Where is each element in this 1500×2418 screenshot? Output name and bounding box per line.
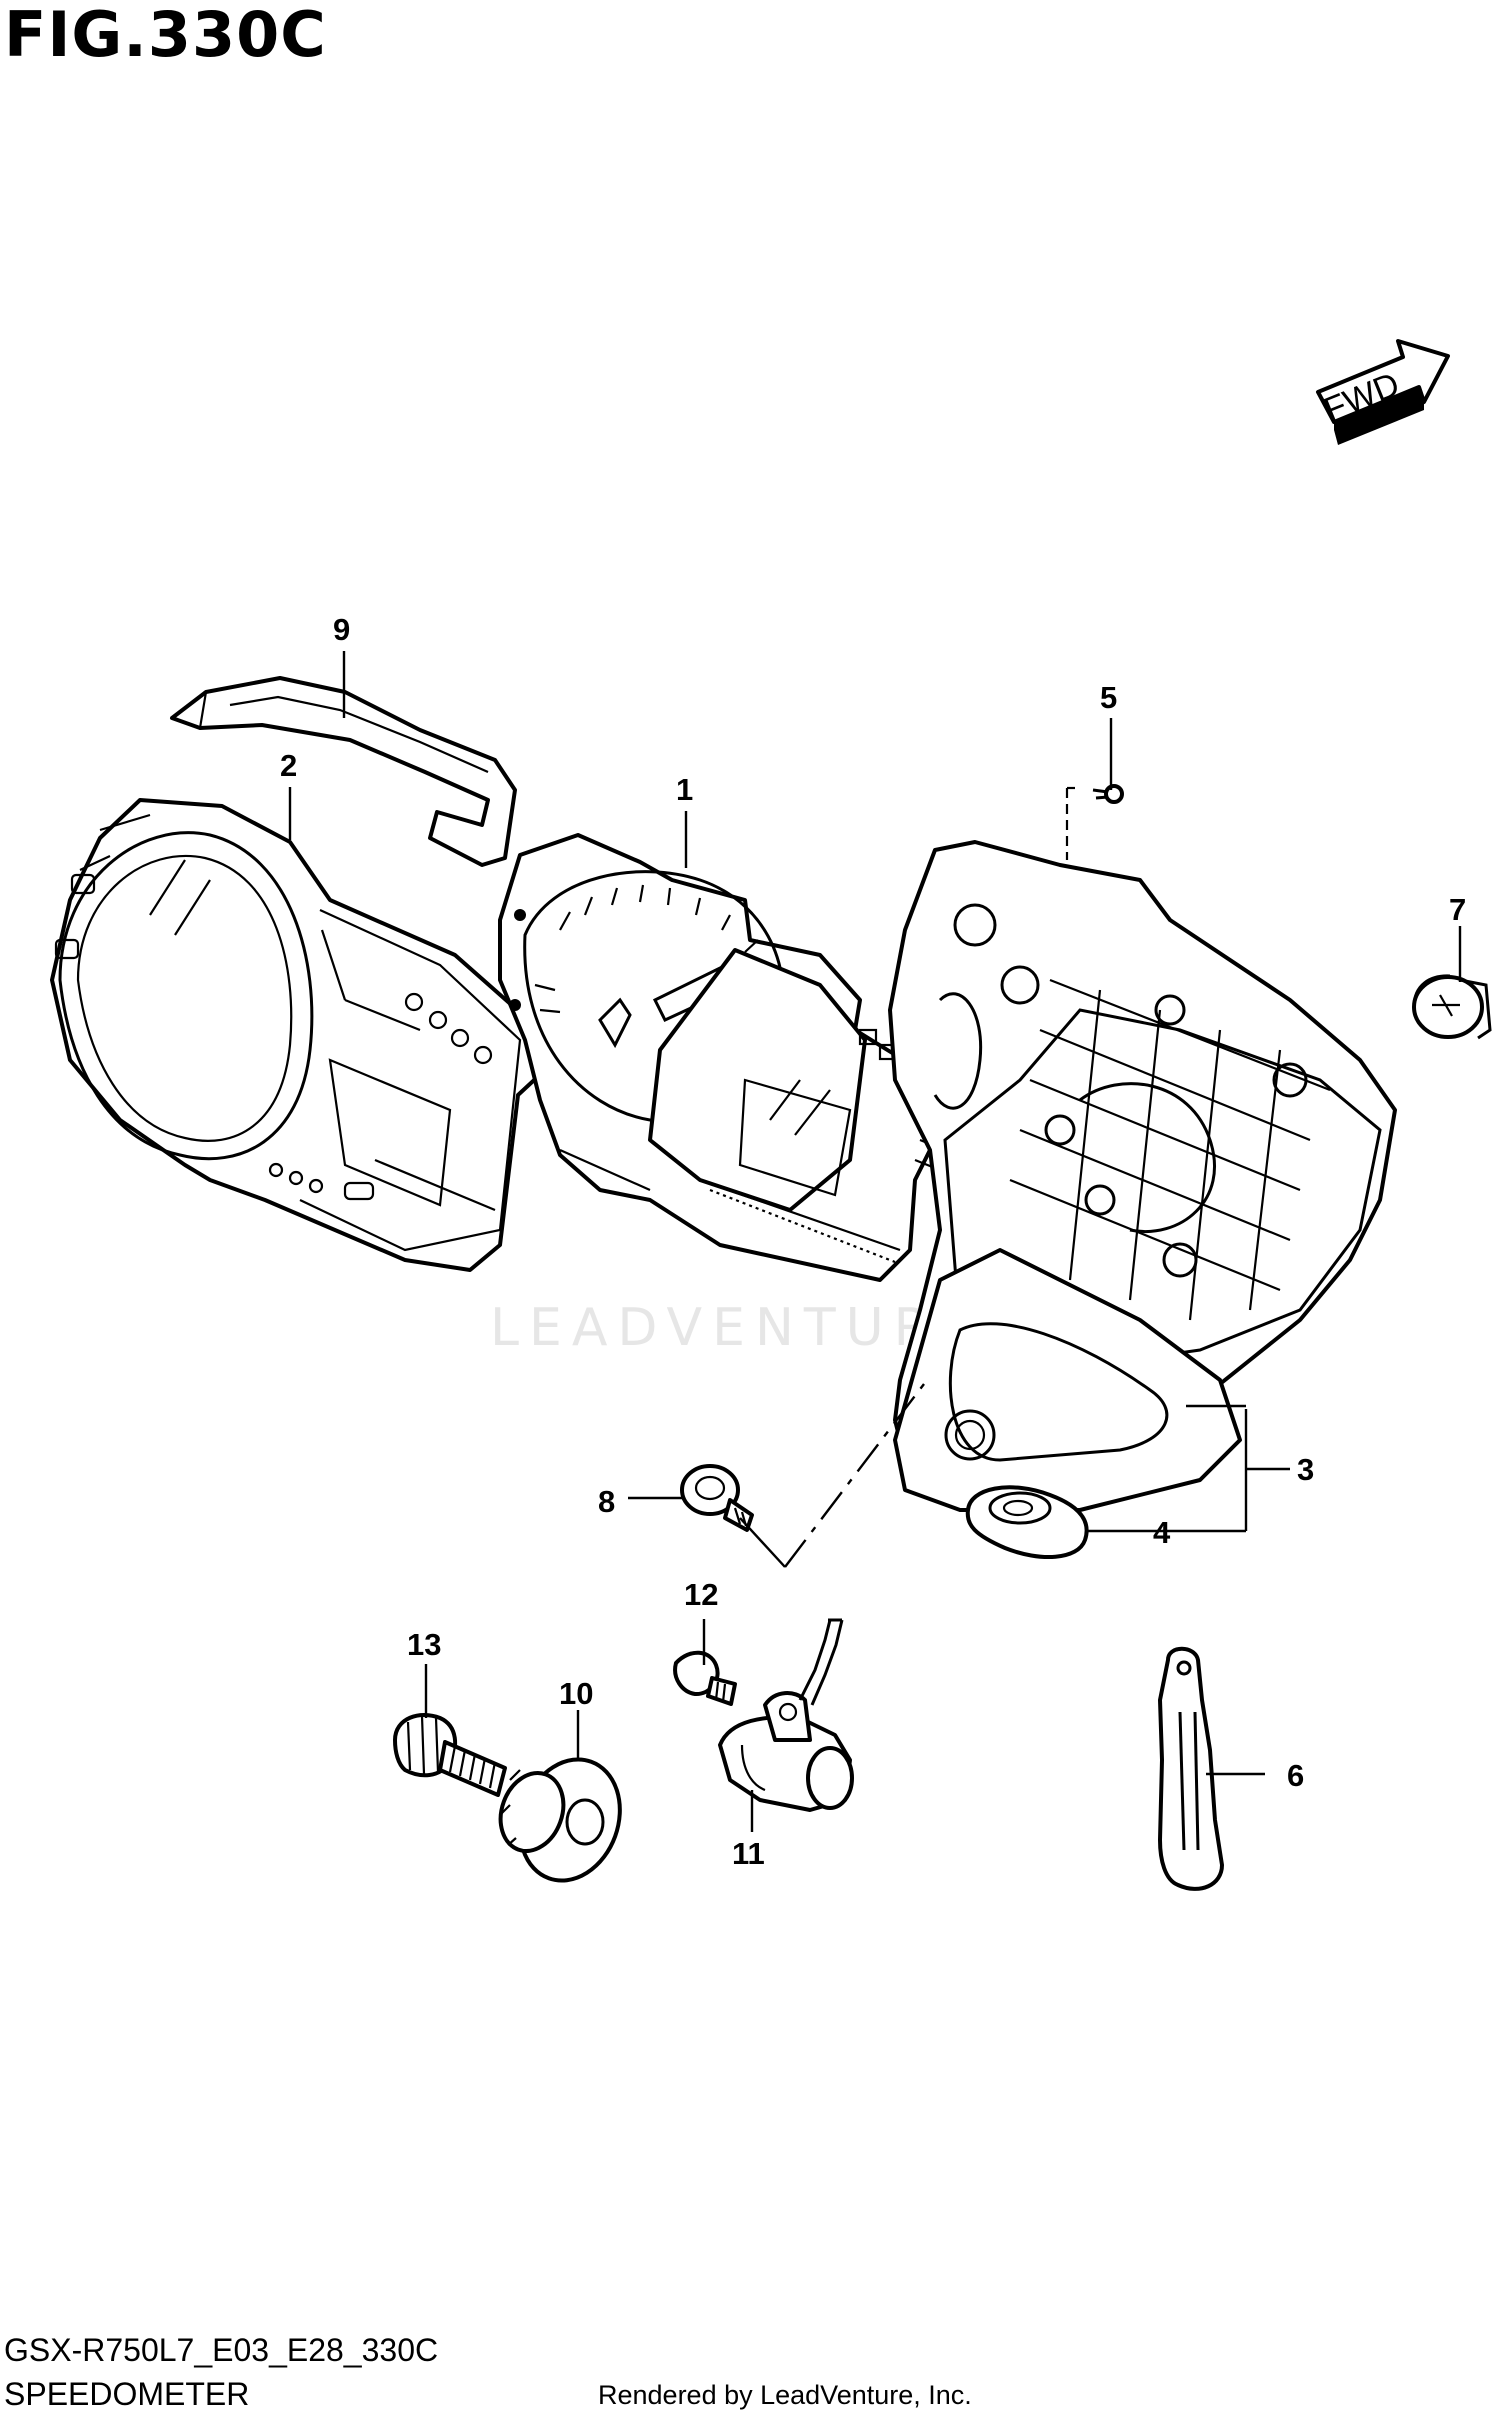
watermark: LEADVENTURE [490,1298,983,1358]
callout-12: 12 [684,1577,718,1612]
part-1-meter-assembly [498,833,947,1282]
callout-2: 2 [280,748,297,783]
forward-arrow-icon: FWD [1316,339,1450,445]
callout-10: 10 [559,1676,593,1711]
leader-lines [288,651,1462,1832]
callout-4: 4 [1153,1515,1171,1550]
section-name: SPEEDOMETER [4,2376,250,2412]
figure-title: FIG.330C [4,0,327,71]
callout-5: 5 [1100,680,1117,715]
render-credit: Rendered by LeadVenture, Inc. [598,2380,972,2410]
part-5-screw [1065,784,1124,860]
callout-6: 6 [1287,1758,1304,1793]
part-13-bolt [393,1713,507,1797]
part-7-grommet [1412,974,1492,1040]
part-3-rear-housing [888,840,1397,1512]
callout-1: 1 [676,772,693,807]
callout-13: 13 [407,1627,441,1662]
model-code: GSX-R750L7_E03_E28_330C [4,2332,439,2368]
part-10-collar [498,1757,622,1883]
callout-8: 8 [598,1484,615,1519]
part-4-cushion [965,1485,1089,1559]
part-12-bolt [673,1650,737,1706]
part-6-strap [1158,1646,1224,1891]
callout-3: 3 [1297,1452,1314,1487]
callout-11: 11 [732,1836,765,1871]
callout-7: 7 [1449,892,1466,927]
part-2-meter-case [50,798,547,1272]
part-9-cover [170,676,517,867]
part-11-sensor [718,1618,854,1812]
callout-9: 9 [333,612,350,647]
